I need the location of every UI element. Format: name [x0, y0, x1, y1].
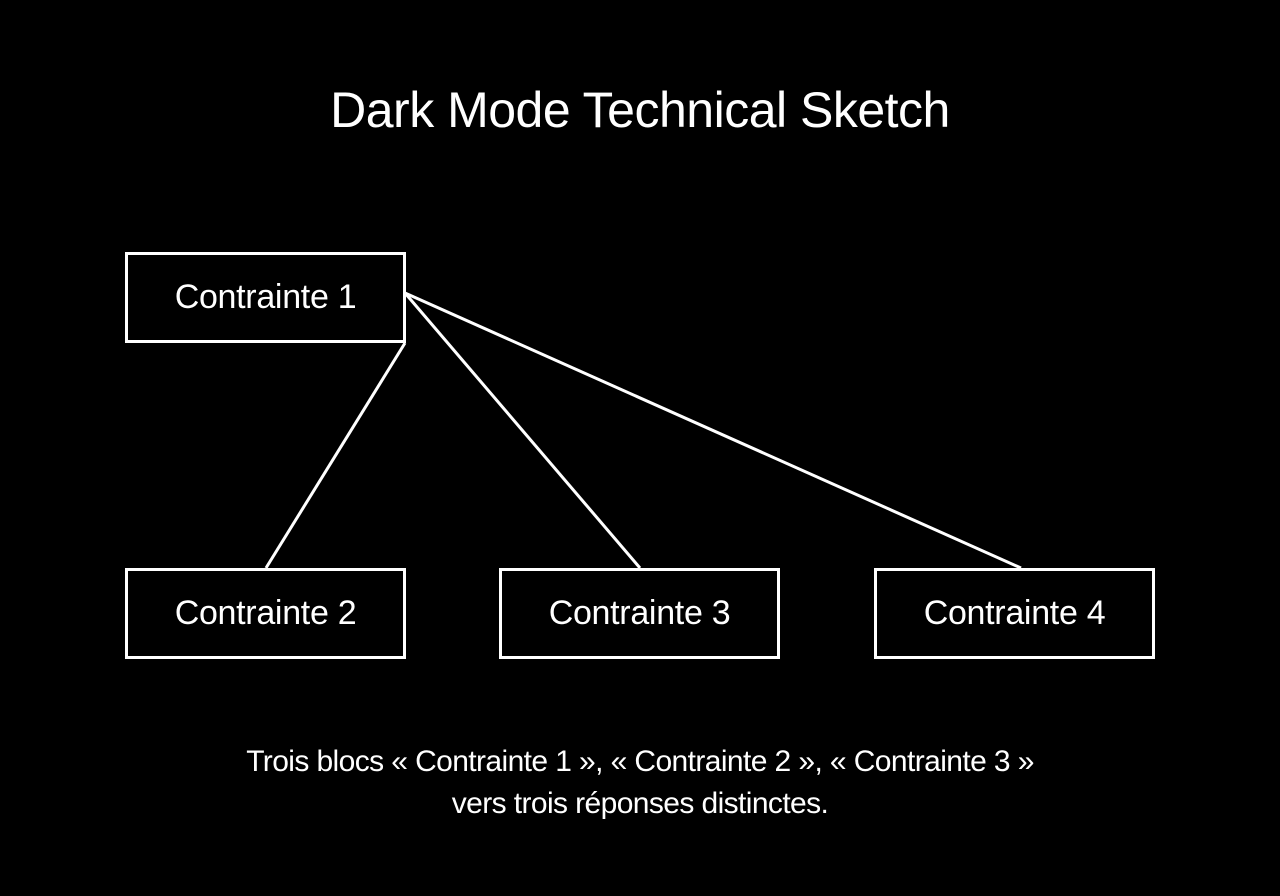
node-label: Contrainte 2: [174, 594, 357, 632]
node-label: Contrainte 1: [174, 278, 357, 316]
edge-c1-c4: [404, 291, 1022, 570]
node-label: Contrainte 4: [923, 594, 1106, 632]
node-label: Contrainte 3: [548, 594, 731, 632]
diagram-title: Dark Mode Technical Sketch: [330, 82, 950, 138]
caption-line-2: vers trois réponses distinctes.: [451, 787, 829, 820]
caption-line-1: Trois blocs « Contrainte 1 », « Contrain…: [246, 745, 1034, 778]
node-contrainte-3: Contrainte 3: [499, 568, 780, 659]
node-contrainte-4: Contrainte 4: [874, 568, 1155, 659]
edge-c1-c3: [403, 292, 642, 569]
edge-c1-c2: [264, 342, 407, 569]
node-contrainte-1: Contrainte 1: [125, 252, 406, 343]
node-contrainte-2: Contrainte 2: [125, 568, 406, 659]
diagram-caption: Trois blocs « Contrainte 1 », « Contrain…: [0, 741, 1280, 825]
